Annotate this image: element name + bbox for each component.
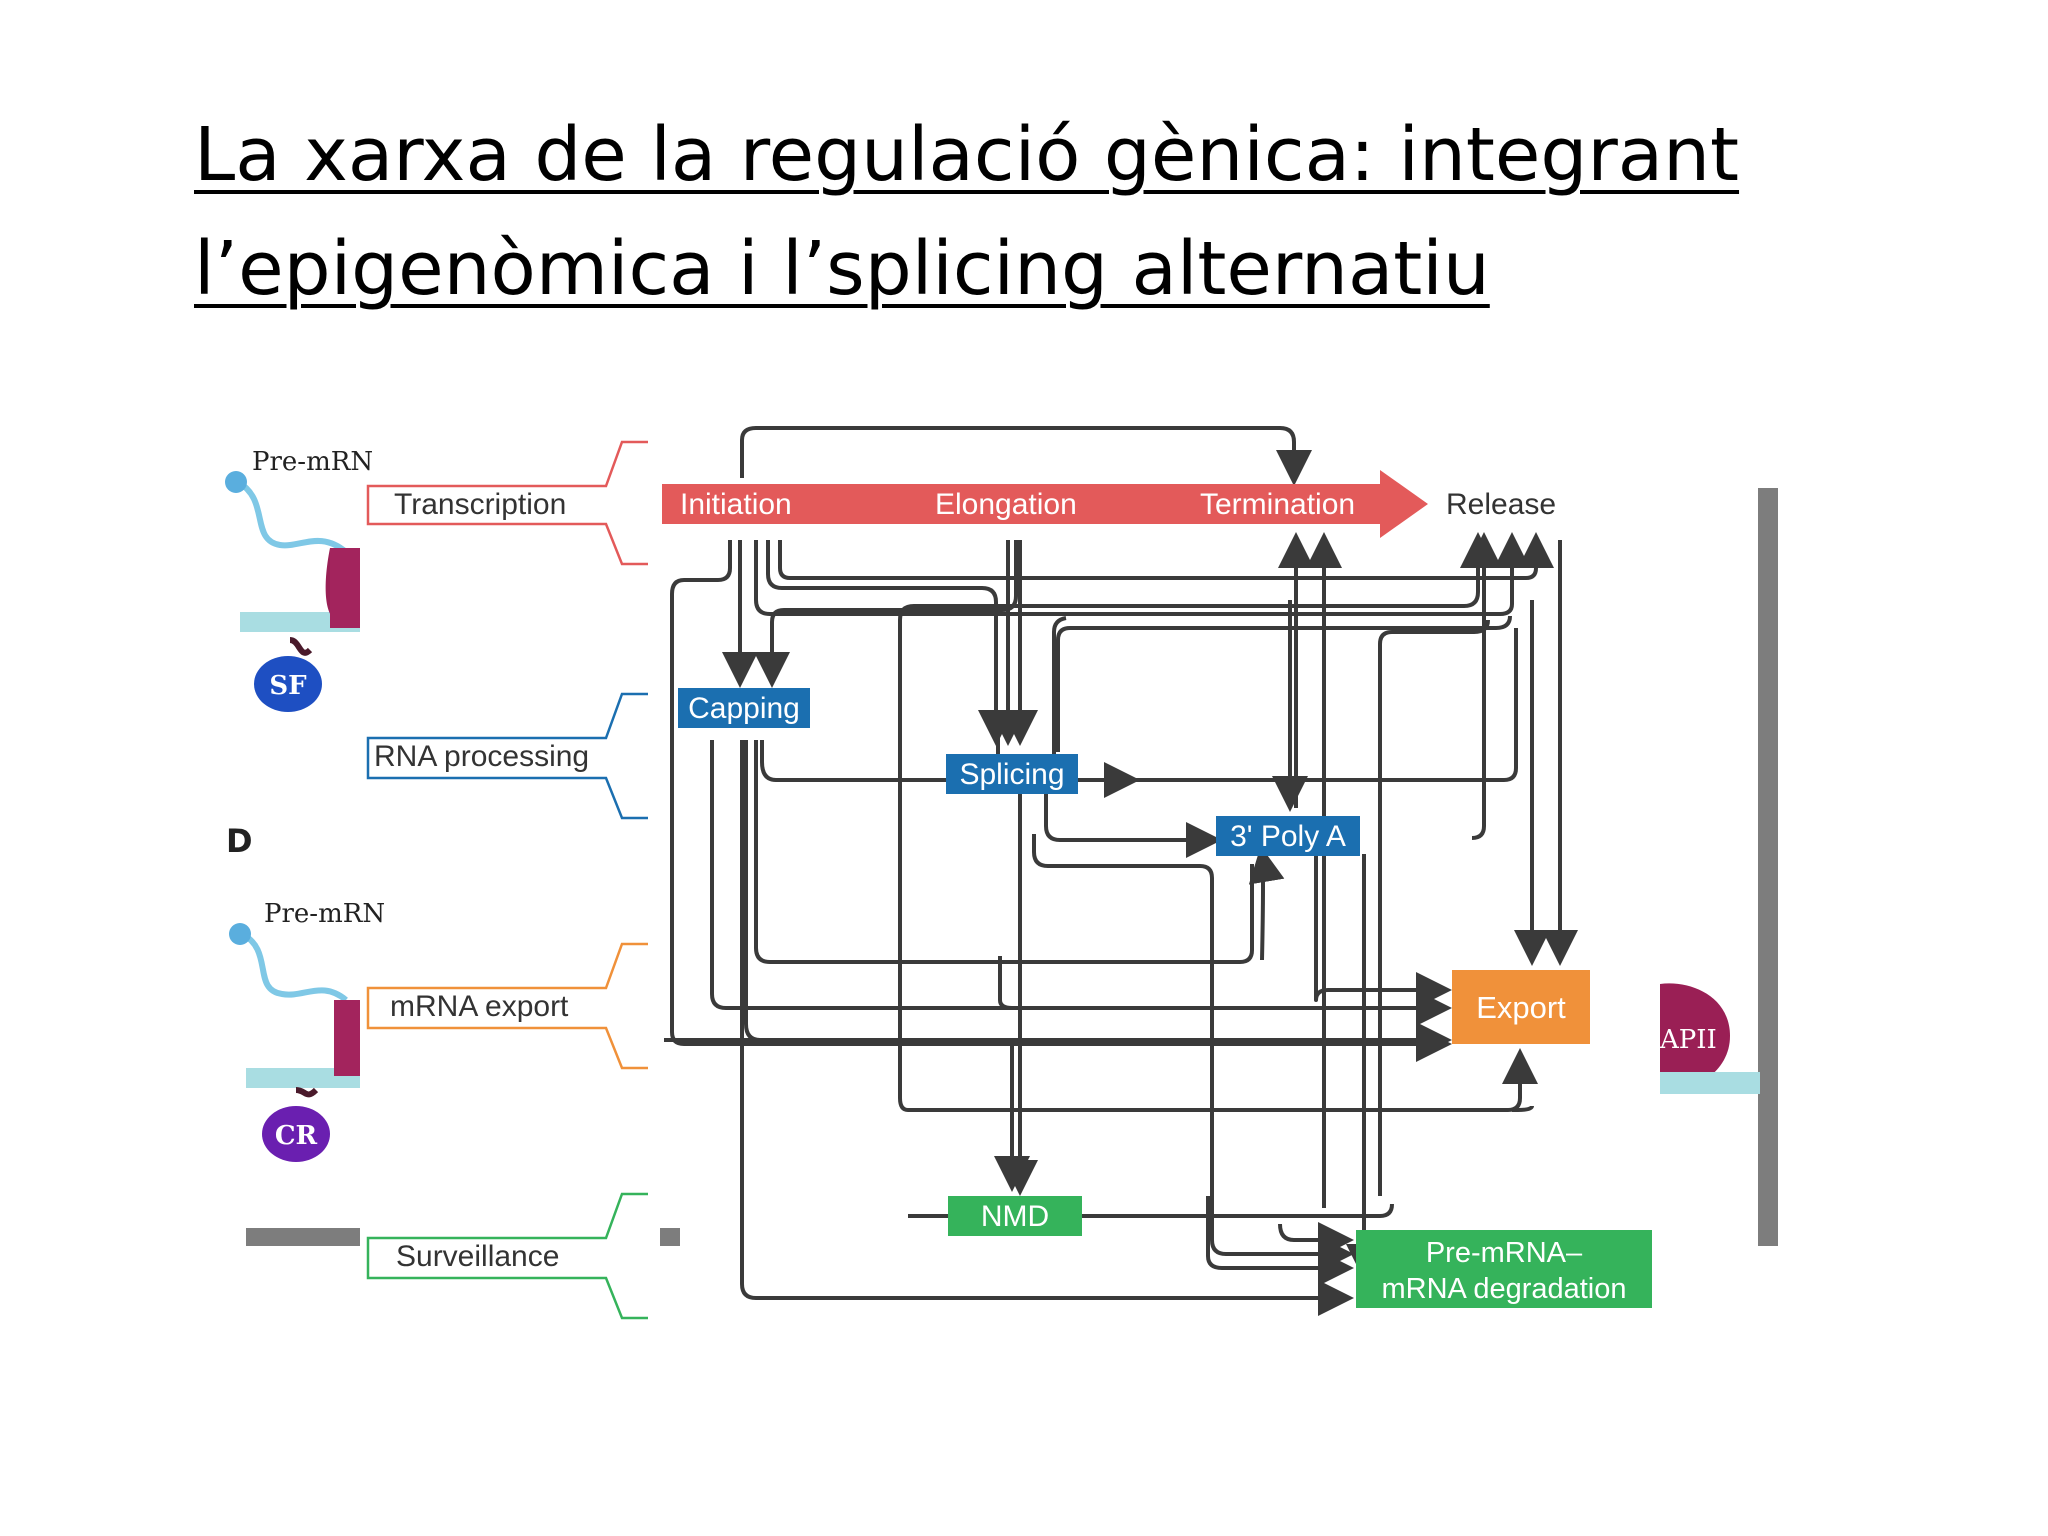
left-illustration-bottom: Pre-mRN CR (229, 899, 385, 1162)
connector-arrows (664, 426, 1578, 1316)
node-degradation-box (1356, 1230, 1652, 1308)
node-splicing-box (946, 754, 1078, 794)
slide-title-line-1: La xarxa de la regulació gènica: integra… (194, 112, 1740, 198)
node-release: Release (1446, 488, 1556, 521)
pre-mrna-label-bottom: Pre-mRN (264, 899, 385, 929)
node-export-box (1452, 970, 1590, 1044)
node-nmd-box (948, 1196, 1082, 1236)
node-degradation-line2: mRNA degradation (1381, 1273, 1626, 1305)
cr-badge: CR (275, 1121, 318, 1151)
slide-title-line-2: l’epigenòmica i l’splicing alternatiu (194, 226, 1490, 312)
node-polya: 3' Poly A (1230, 820, 1346, 853)
node-export: Export (1476, 990, 1566, 1025)
left-illustration-top: Pre-mRN SF (225, 447, 373, 712)
node-degradation-line1: Pre-mRNA– (1426, 1237, 1583, 1269)
node-termination: Termination (1200, 488, 1355, 521)
node-capping-box (678, 688, 810, 728)
panel-letter-d: D (226, 822, 253, 860)
node-splicing: Splicing (959, 758, 1064, 791)
apii-badge: APII (1659, 1025, 1717, 1055)
category-rna-processing: RNA processing (366, 692, 648, 820)
right-illustration-fragment: APII (1659, 983, 1760, 1094)
pre-mrna-label-top: Pre-mRN (252, 447, 373, 477)
category-surveillance-label: Surveillance (396, 1240, 559, 1273)
transcription-arrow (662, 470, 1428, 538)
node-nmd: NMD (981, 1200, 1049, 1233)
node-polya-box (1216, 816, 1360, 856)
category-mrna-export: mRNA export (366, 942, 648, 1070)
node-initiation: Initiation (680, 488, 792, 521)
category-transcription: Transcription (366, 440, 648, 566)
category-mrna-export-label: mRNA export (390, 990, 569, 1023)
node-capping: Capping (688, 692, 800, 725)
category-transcription-label: Transcription (394, 488, 566, 521)
sf-badge: SF (269, 671, 307, 701)
category-rna-processing-label: RNA processing (374, 740, 589, 773)
node-elongation: Elongation (935, 488, 1077, 521)
category-surveillance: Surveillance (366, 1192, 648, 1320)
